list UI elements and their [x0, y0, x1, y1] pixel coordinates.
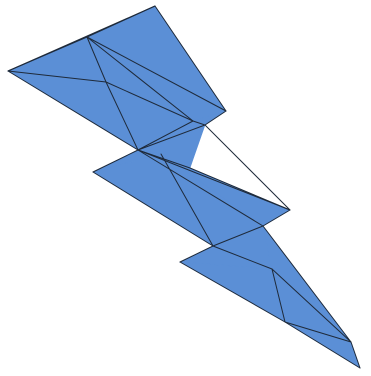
triangles-group: [8, 6, 360, 368]
